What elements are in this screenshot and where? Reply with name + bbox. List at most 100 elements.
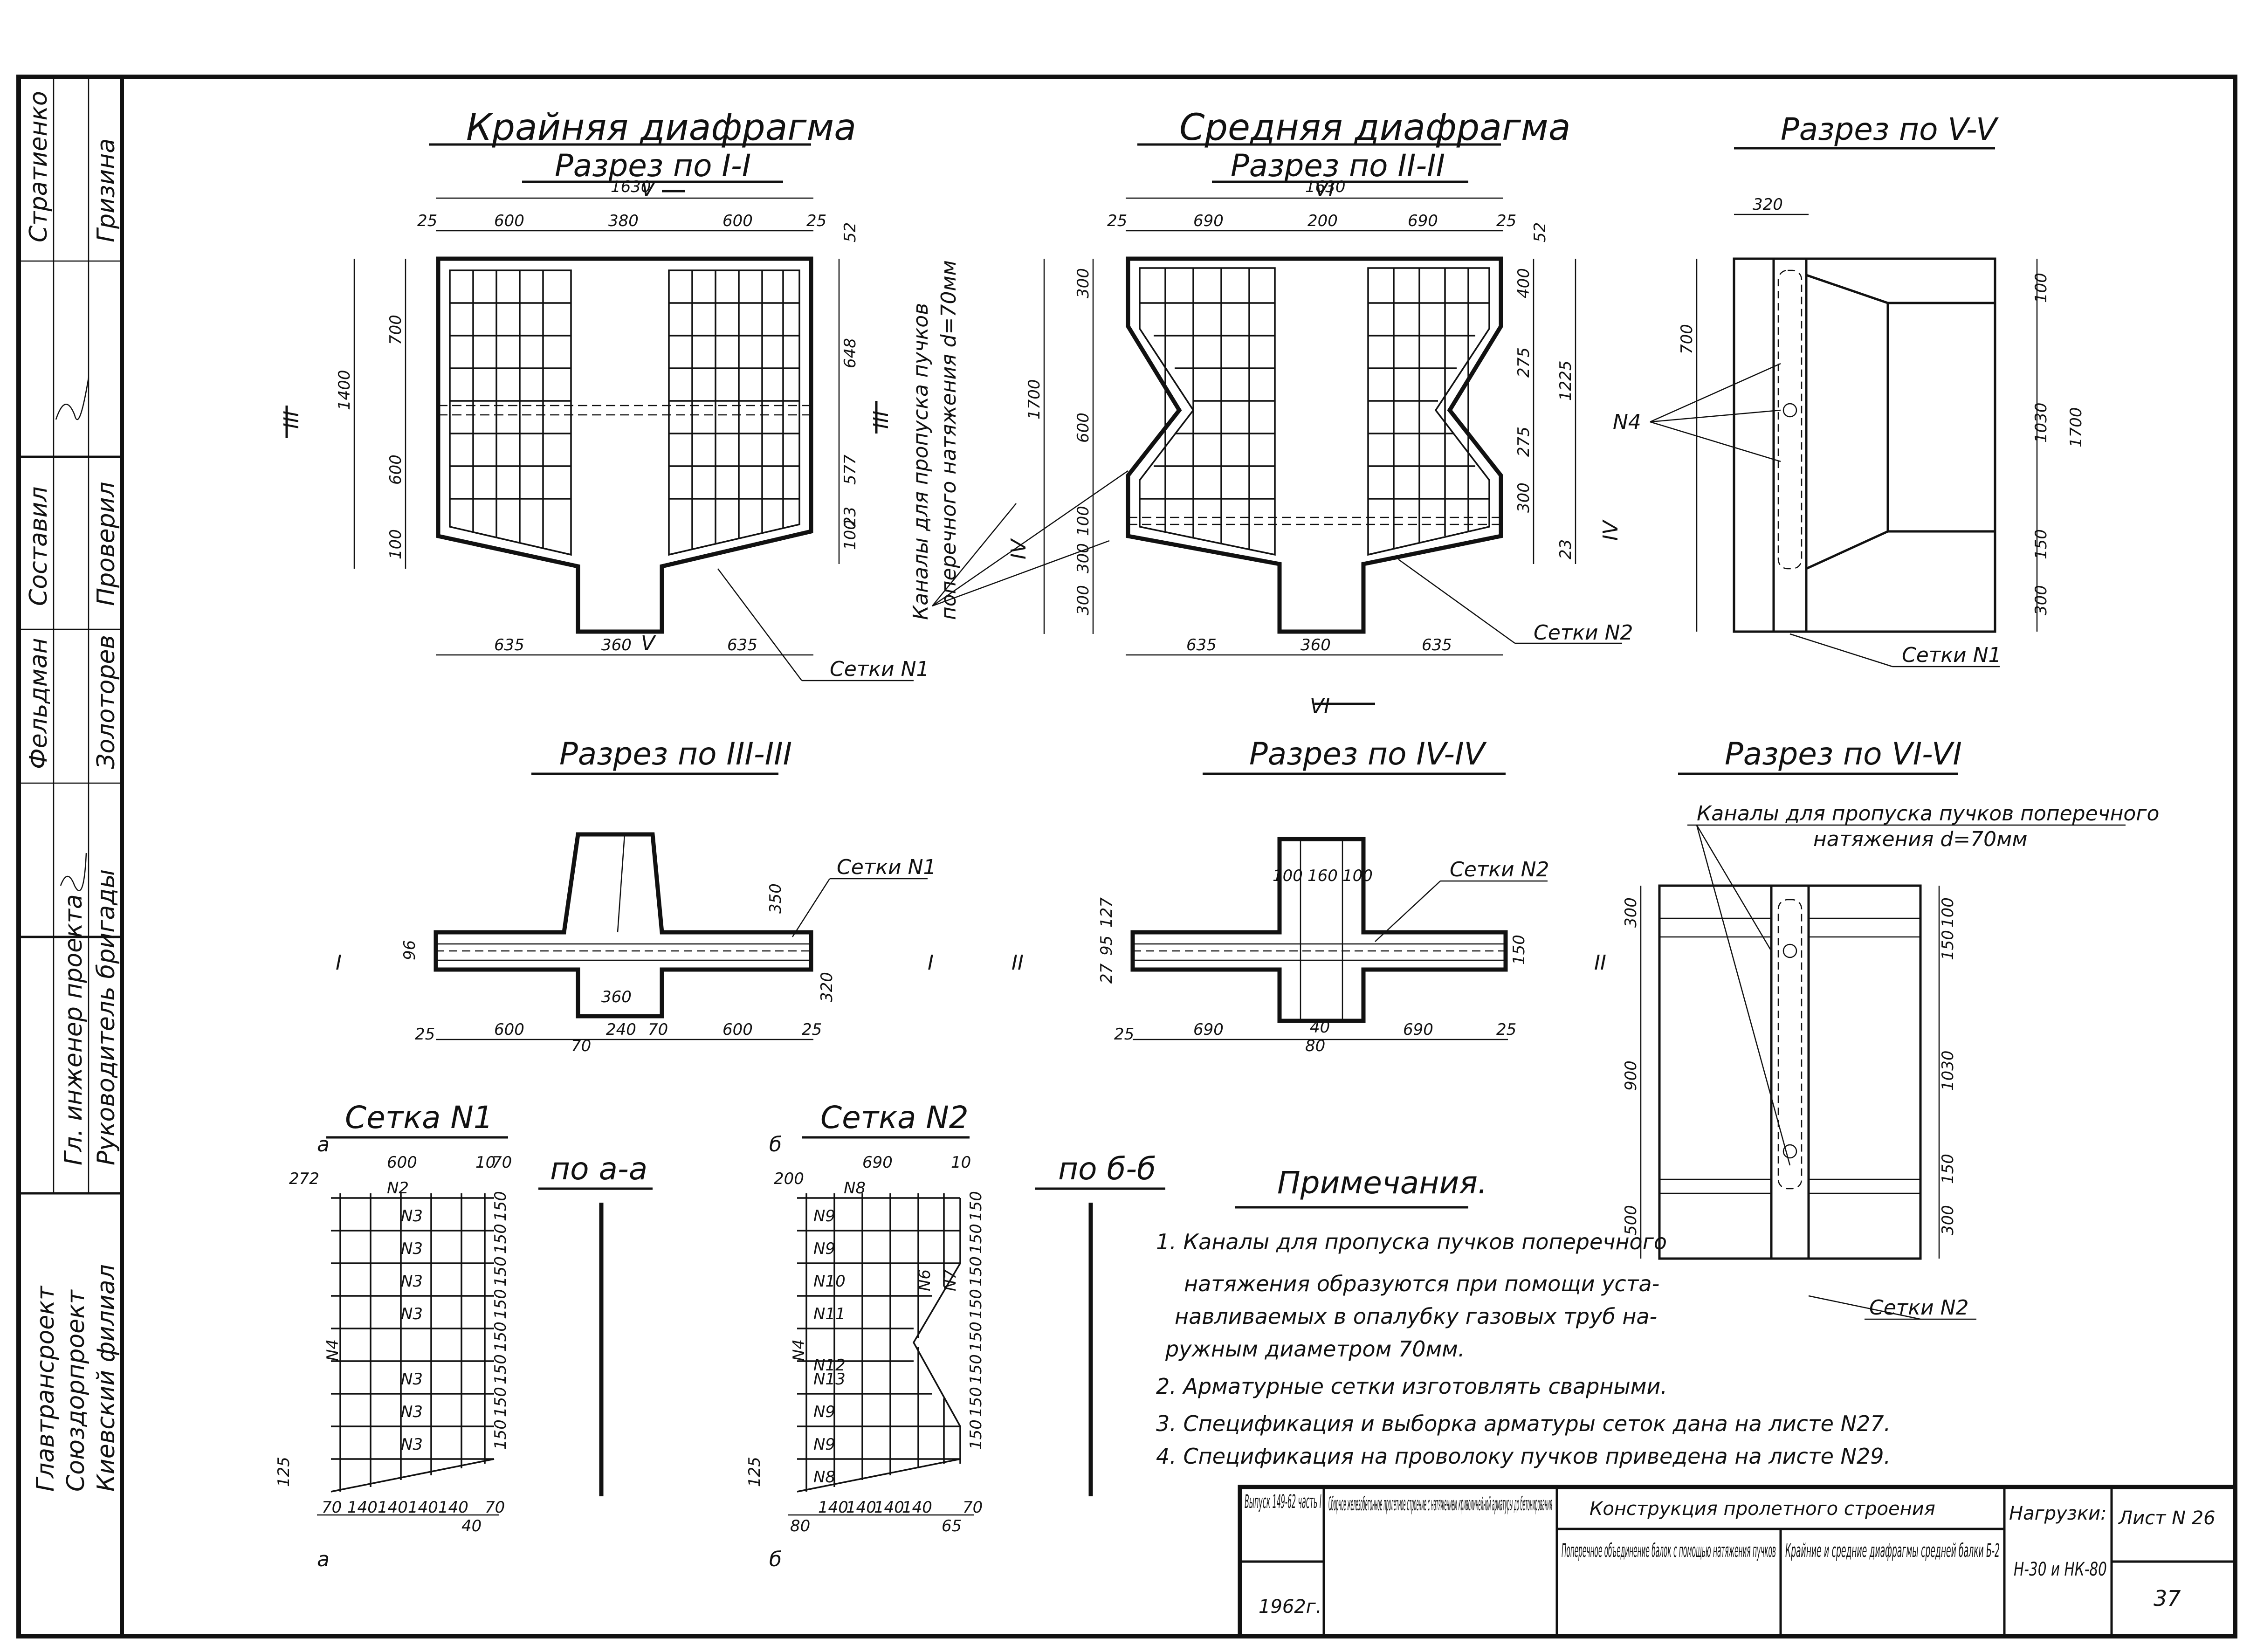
section-iii-view: Разрез по III-III Сетки N1 I I 350 96 32… (336, 736, 936, 1055)
mesh2-mark-b-top: б (769, 1133, 782, 1156)
mesh1-mark-a-top: а (317, 1133, 330, 1156)
mesh2-mark-b-bot: б (769, 1548, 782, 1571)
mid-dim-right-2: 275 (1514, 347, 1533, 378)
stamp-col-b-1: Гризина (92, 138, 120, 242)
middle-mesh-right (1367, 267, 1490, 556)
channel-leader-2 (932, 470, 1128, 607)
section-v-view: Разрез по V-V 320 100 700 1030 1700 150 … (1613, 111, 2085, 668)
along-b-title: по б-б (1058, 1151, 1156, 1187)
mid-dim-right-4: 275 (1514, 427, 1533, 457)
notes-title: Примечания. (1277, 1165, 1487, 1201)
extreme-mesh-left (449, 269, 572, 556)
m1-right-2: 150 (491, 1224, 510, 1254)
m2-bot-3: 140 (846, 1498, 876, 1517)
v-dim-6: 150 (2032, 529, 2051, 559)
ex-dim-right-2: 577 (841, 454, 860, 485)
iv-dim-11: 80 (1305, 1037, 1325, 1055)
vi-dim-2: 100 (1939, 897, 1957, 928)
ex-dim-top-5: 25 (806, 212, 826, 230)
tb-loads-label: Нагрузки: (2009, 1503, 2107, 1524)
ex-dim-left-2: 1400 (335, 370, 354, 410)
extreme-diaphragm-view: Крайняя диафрагма Разрез по I-I (280, 107, 929, 681)
m2-bot-4: 140 (874, 1498, 904, 1517)
mid-dim-top-4: 690 (1408, 212, 1438, 230)
iv-mesh-n2-callout: Сетки N2 (1450, 858, 1549, 881)
middle-title: Средняя диафрагма (1179, 107, 1571, 149)
note-line-5: 2. Арматурные сетки изготовлять сварными… (1156, 1374, 1667, 1399)
mid-dim-right-5: 300 (1514, 482, 1533, 513)
tb-project: Сборное железобетонное пролетное строени… (1328, 1494, 1552, 1515)
v-dim-7: 300 (2032, 585, 2051, 615)
ex-mark-iii-right: III (869, 411, 893, 429)
ex-mark-iii-left: III (280, 411, 303, 429)
m1-right-9: 125 (275, 1457, 293, 1487)
note-line-6: 3. Спецификация и выборка арматуры сеток… (1156, 1411, 1891, 1436)
stamp-col-a-1: Стратиенко (25, 91, 53, 242)
m2-bar-10: N8 (813, 1468, 835, 1487)
v-dim-5: 1700 (2067, 407, 2085, 447)
iii-dim-5: 25 (415, 1025, 435, 1044)
mid-dim-left-5: 300 (1074, 585, 1093, 615)
iv-dim-6: 95 (1097, 936, 1116, 956)
m1-bar-8: N3 (401, 1435, 423, 1454)
mid-mark-iv-left: IV (1007, 538, 1031, 559)
note-line-4: ружным диаметром 70мм. (1165, 1336, 1465, 1362)
middle-mesh-left (1139, 267, 1276, 556)
section-iv-title: Разрез по IV-IV (1249, 736, 1487, 772)
channel-leader-3 (932, 540, 1110, 607)
iii-mark-i-left: I (336, 951, 342, 975)
m2-right-5: 150 (967, 1322, 985, 1352)
along-a-title: по а-а (550, 1151, 647, 1187)
m2-top-3: 10 (951, 1153, 971, 1172)
section-vi-view: Разрез по VI-VI Каналы для пропуска пучк… (1622, 736, 2159, 1320)
vi-dim-8: 300 (1939, 1205, 1957, 1235)
extreme-outline (436, 256, 813, 634)
iii-mesh-n1-callout: Сетки N1 (837, 855, 936, 879)
iv-dim-13: 25 (1496, 1020, 1516, 1039)
m2-top-2: 690 (862, 1153, 893, 1172)
side-stamp: Стратиенко Составил Фельдман Гризина Про… (19, 77, 122, 1492)
title-block: Выпуск 149-62 часть I 1962г. Сборное жел… (1238, 1485, 2237, 1638)
tb-issue: Выпуск 149-62 часть I (1245, 1491, 1321, 1513)
mid-dim-right-6: 23 (1556, 539, 1575, 559)
m2-right-9: 125 (745, 1457, 764, 1487)
stamp-org-1: Главтрансроект (32, 1285, 60, 1492)
section-iv-view: Разрез по IV-IV Сетки N2 II II 100 160 1… (1012, 736, 1606, 1055)
mesh-n1-title: Сетка N1 (345, 1100, 493, 1136)
m1-bar-7: N3 (401, 1403, 423, 1421)
m2-bot-5: 140 (902, 1498, 932, 1517)
m2-bar-12: N7 (941, 1269, 960, 1291)
mid-dim-left-6: 300 (1074, 543, 1093, 573)
stamp-org-3: Киевский филиал (92, 1264, 120, 1492)
ex-dim-top-6: 52 (841, 222, 860, 242)
stamp-col-a-2: Составил (25, 486, 53, 606)
middle-section-title: Разрез по II-II (1231, 148, 1445, 184)
m2-bot-1: 80 (790, 1517, 810, 1535)
m2-right-7: 150 (967, 1387, 985, 1417)
section-v-title: Разрез по V-V (1781, 111, 1999, 147)
iv-dim-12: 690 (1403, 1020, 1433, 1039)
mesh1-grid (330, 1193, 495, 1493)
m2-right-1: 150 (967, 1191, 985, 1221)
mesh-n2-view: Сетка N2 б б 200 690 10 N8 (745, 1100, 985, 1571)
vi-channels-label-2: натяжения d=70мм (1813, 827, 2028, 851)
m2-bar-9: N9 (813, 1435, 835, 1454)
iv-dim-9: 690 (1193, 1020, 1224, 1039)
mid-mark-vi-top: VI (1314, 177, 1335, 201)
vi-outline (1658, 884, 1922, 1260)
vi-dim-5: 1030 (1939, 1050, 1957, 1091)
tb-loads: Н-30 и НК-80 (2014, 1559, 2107, 1580)
along-b-view: по б-б (1035, 1151, 1165, 1496)
m1-right-4: 150 (491, 1289, 510, 1319)
mid-dim-left-3: 600 (1074, 413, 1093, 443)
extreme-title: Крайняя диафрагма (466, 107, 856, 149)
m1-bot-6: 70 (485, 1498, 505, 1517)
m2-right-6: 150 (967, 1354, 985, 1384)
section-vi-title: Разрез по VI-VI (1725, 736, 1962, 772)
m2-bar-1: N8 (844, 1179, 866, 1198)
m1-bot-4: 140 (408, 1498, 438, 1517)
vi-dim-7: 150 (1939, 1154, 1957, 1184)
ex-dim-right-4: 23 (841, 507, 860, 527)
mid-dim-left-1: 300 (1074, 268, 1093, 298)
